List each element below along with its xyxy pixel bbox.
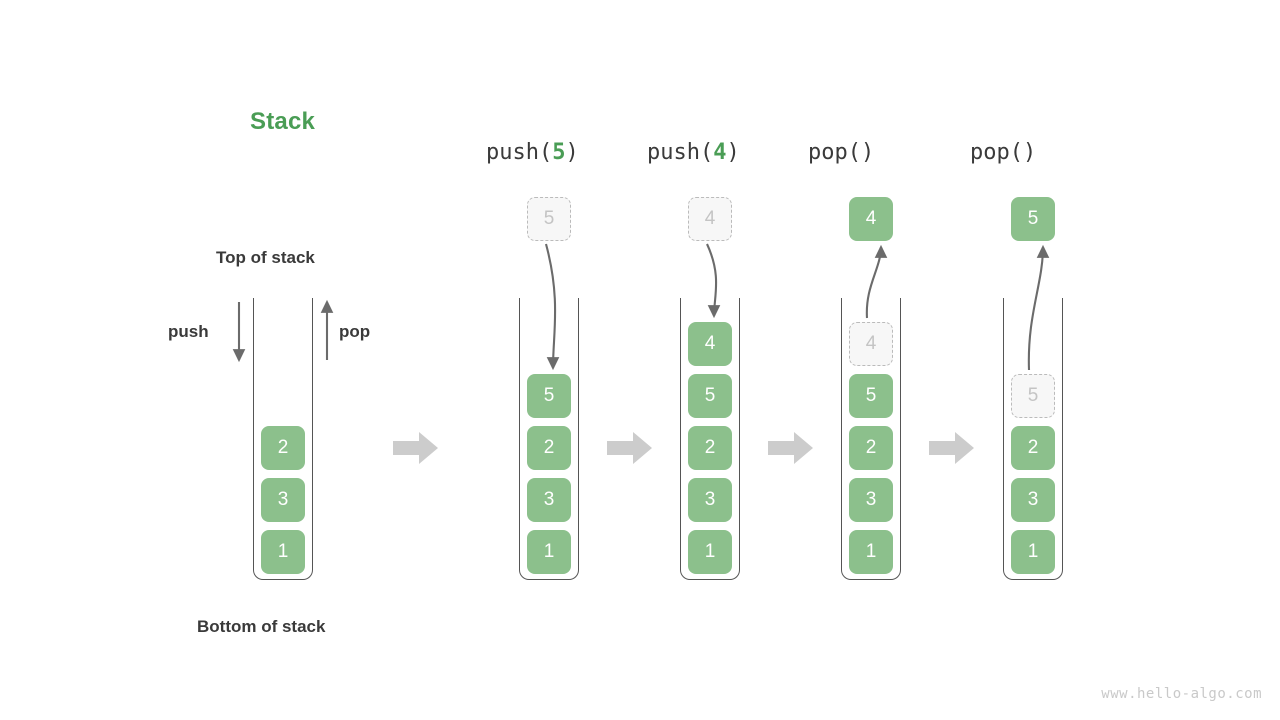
watermark: www.hello-algo.com	[1101, 686, 1262, 702]
stack-container-pop1	[841, 298, 901, 580]
operation-name: push(	[647, 140, 714, 165]
transition-arrow	[767, 430, 814, 466]
stack-cell: 2	[527, 426, 571, 470]
stack-cell: 5	[849, 374, 893, 418]
transition-arrow	[393, 430, 439, 466]
stack-cell: 5	[527, 374, 571, 418]
operation-argument: 4	[713, 140, 727, 165]
stack-cell: 5	[688, 374, 732, 418]
operation-name: push(	[486, 140, 553, 165]
stack-container-initial	[253, 298, 313, 580]
stack-cell: 3	[261, 478, 305, 522]
stack-cell: 3	[849, 478, 893, 522]
top-of-stack-label: Top of stack	[216, 248, 315, 267]
stack-cell: 3	[688, 478, 732, 522]
stack-cell: 2	[849, 426, 893, 470]
page-title: Stack	[250, 108, 316, 135]
transition-arrow	[606, 430, 653, 466]
stack-container-pop2	[1003, 298, 1063, 580]
stack-cell: 2	[688, 426, 732, 470]
operation-label-pop1: pop()	[808, 140, 874, 165]
stack-cell: 3	[527, 478, 571, 522]
push-label: push	[168, 322, 209, 341]
stack-cell: 1	[849, 530, 893, 574]
stack-container-push5	[519, 298, 579, 580]
operation-label-pop2: pop()	[970, 140, 1036, 165]
stack-cell: 4	[688, 322, 732, 366]
operation-paren: )	[565, 140, 579, 165]
operation-name: pop(	[970, 140, 1023, 165]
floating-cell-pop2: 5	[1011, 197, 1055, 241]
floating-cell-pop1: 4	[849, 197, 893, 241]
operation-paren: )	[726, 140, 740, 165]
operation-label-push4: push(4)	[647, 140, 740, 165]
stack-cell: 1	[527, 530, 571, 574]
operation-argument: 5	[552, 140, 566, 165]
stack-cell: 4	[849, 322, 893, 366]
stack-cell: 2	[1011, 426, 1055, 470]
floating-cell-push5: 5	[527, 197, 571, 241]
bottom-of-stack-label: Bottom of stack	[197, 617, 326, 636]
stack-cell: 5	[1011, 374, 1055, 418]
pop-label: pop	[339, 322, 371, 341]
stack-cell: 1	[261, 530, 305, 574]
operation-paren: )	[1022, 140, 1037, 165]
stack-container-push4	[680, 298, 740, 580]
stack-cell: 1	[1011, 530, 1055, 574]
operation-paren: )	[860, 140, 875, 165]
operation-label-push5: push(5)	[486, 140, 579, 165]
stack-cell: 2	[261, 426, 305, 470]
transition-arrow	[929, 430, 975, 466]
floating-cell-push4: 4	[688, 197, 732, 241]
operation-name: pop(	[808, 140, 861, 165]
stack-cell: 1	[688, 530, 732, 574]
stack-cell: 3	[1011, 478, 1055, 522]
